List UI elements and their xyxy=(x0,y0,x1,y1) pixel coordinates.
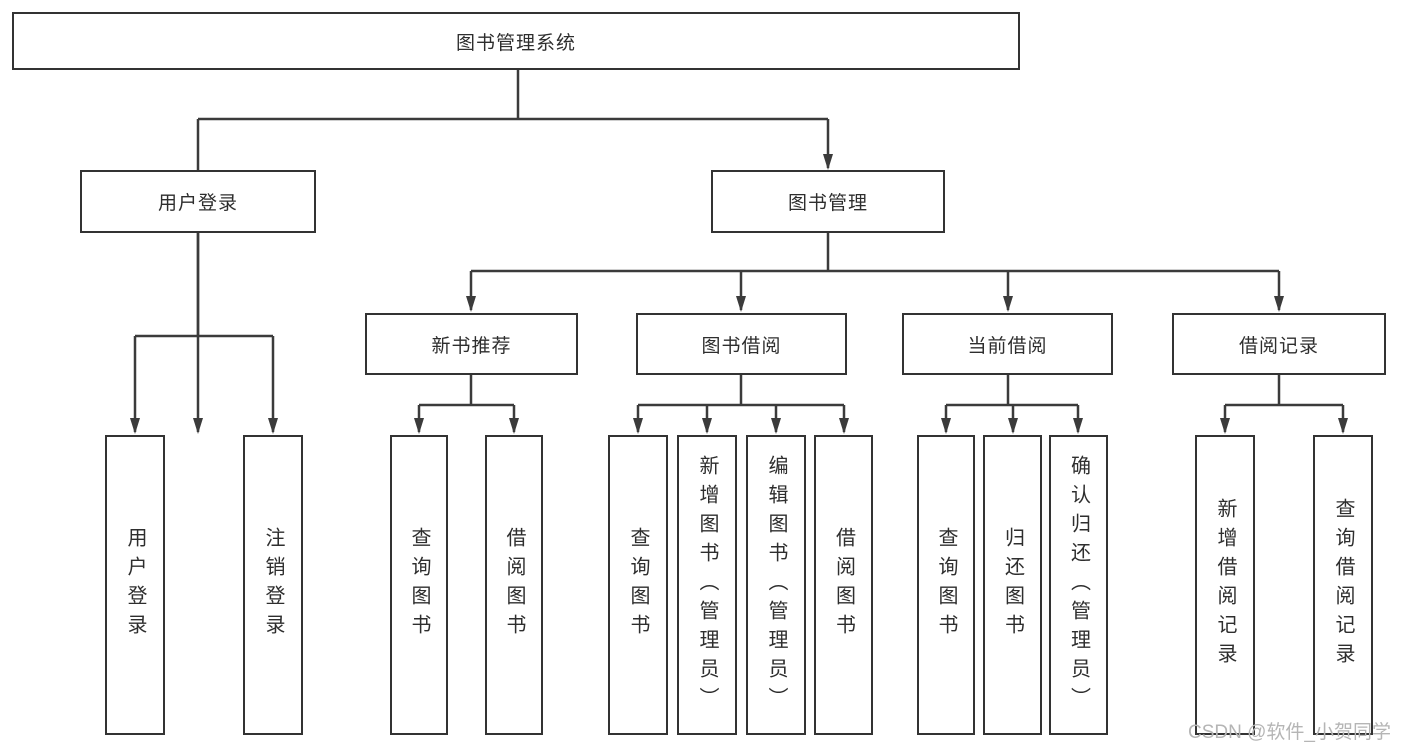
node-new-book-recommend: 新书推荐 xyxy=(365,313,578,375)
leaf-label: 归还图书 xyxy=(1001,527,1024,643)
leaf-label: 新增借阅记录 xyxy=(1214,498,1236,672)
leaf-edit-book-admin: 编辑图书（管理员） xyxy=(746,435,806,735)
leaf-borrow-books-borrowing: 借阅图书 xyxy=(814,435,873,735)
leaf-add-borrow-record: 新增借阅记录 xyxy=(1195,435,1255,735)
leaf-label: 查询图书 xyxy=(408,527,430,643)
node-borrowing-records: 借阅记录 xyxy=(1172,313,1386,375)
node-root-system: 图书管理系统 xyxy=(12,12,1020,70)
leaf-confirm-return-admin: 确认归还（管理员） xyxy=(1049,435,1108,735)
leaf-add-book-admin: 新增图书（管理员） xyxy=(677,435,737,735)
leaf-query-books-current: 查询图书 xyxy=(917,435,975,735)
leaf-user-login: 用户登录 xyxy=(105,435,165,735)
leaf-label: 用户登录 xyxy=(124,527,146,643)
leaf-label: 注销登录 xyxy=(262,527,284,643)
leaf-label: 新增图书（管理员） xyxy=(696,454,718,716)
leaf-label: 查询借阅记录 xyxy=(1332,498,1354,672)
leaf-logout: 注销登录 xyxy=(243,435,303,735)
leaf-query-books-recommend: 查询图书 xyxy=(390,435,448,735)
node-current-borrowing: 当前借阅 xyxy=(902,313,1113,375)
csdn-watermark: CSDN @软件_小贺同学 xyxy=(1188,722,1391,743)
leaf-label: 借阅图书 xyxy=(832,527,855,643)
node-book-borrowing: 图书借阅 xyxy=(636,313,847,375)
node-user-login: 用户登录 xyxy=(80,170,316,233)
leaf-query-borrow-record: 查询借阅记录 xyxy=(1313,435,1373,735)
leaf-label: 编辑图书（管理员） xyxy=(765,454,787,716)
leaf-query-books-borrowing: 查询图书 xyxy=(608,435,668,735)
leaf-borrow-books-recommend: 借阅图书 xyxy=(485,435,543,735)
leaf-label: 查询图书 xyxy=(627,527,649,643)
leaf-label: 确认归还（管理员） xyxy=(1067,454,1090,716)
leaf-label: 查询图书 xyxy=(935,527,957,643)
leaf-label: 借阅图书 xyxy=(503,527,525,643)
leaf-return-book: 归还图书 xyxy=(983,435,1042,735)
node-book-management: 图书管理 xyxy=(711,170,945,233)
